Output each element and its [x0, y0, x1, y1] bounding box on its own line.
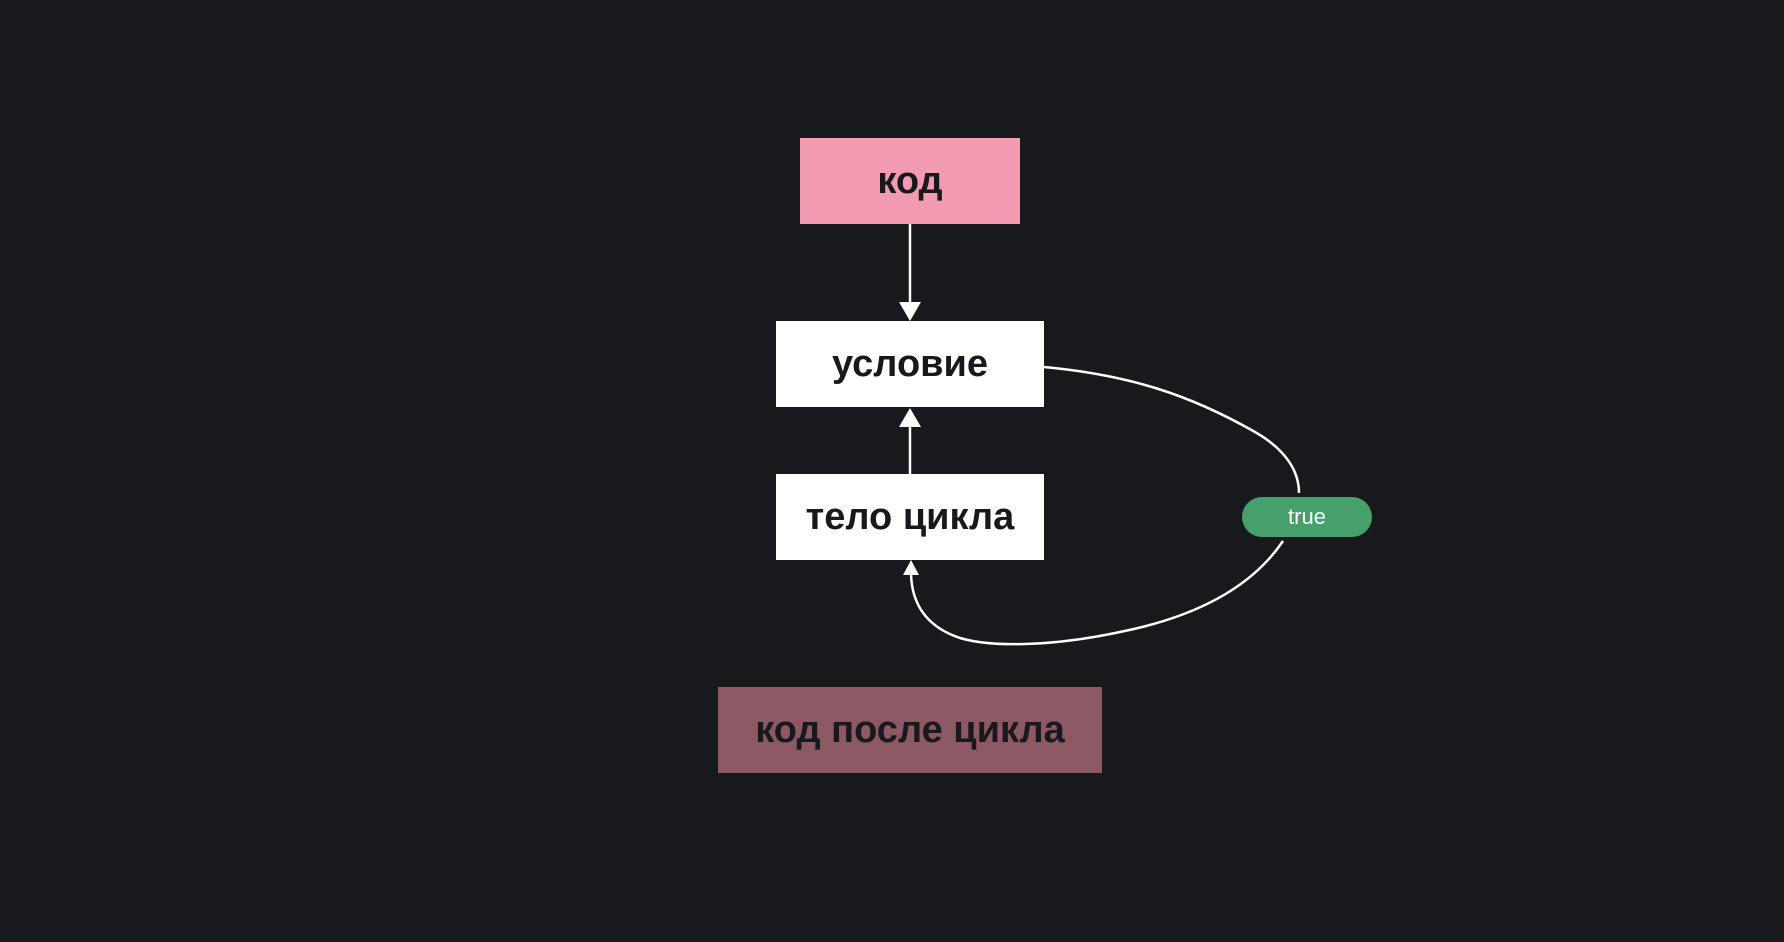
- edge-label-true-pill: [1242, 497, 1372, 537]
- edge-label-true-text: true: [1288, 504, 1326, 529]
- arrowhead-down: [899, 302, 921, 321]
- edge-body-to-condition: [899, 408, 921, 474]
- edge-code-to-condition: [899, 224, 921, 321]
- edge-condition-to-body-true: [903, 365, 1301, 646]
- node-code: код: [800, 138, 1020, 224]
- node-condition-label: условие: [832, 343, 988, 385]
- node-loop-body-box: [776, 474, 1044, 560]
- node-loop-body-label: тело цикла: [806, 496, 1015, 538]
- node-code-box: [800, 138, 1020, 224]
- edge-label-true: true: [1242, 497, 1372, 537]
- node-after-loop-label: код после цикла: [755, 709, 1065, 751]
- node-loop-body: тело цикла: [776, 474, 1044, 560]
- node-condition-box: [776, 321, 1044, 407]
- node-after-loop-box: [718, 687, 1102, 773]
- node-code-label: код: [877, 160, 942, 202]
- arrowhead-up: [899, 408, 921, 427]
- node-after-loop: код после цикла: [718, 687, 1102, 773]
- arrowhead-up-small: [903, 560, 919, 575]
- node-condition: условие: [776, 321, 1044, 407]
